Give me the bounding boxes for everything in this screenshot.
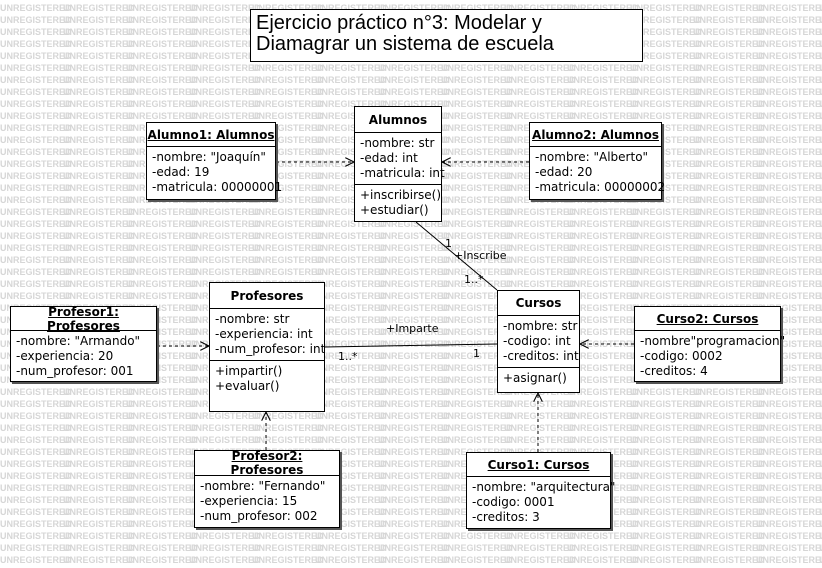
object-profesor1-attributes: -nombre: "Armando" -experiencia: 20 -num… — [11, 331, 156, 382]
attribute: -matricula: int — [360, 166, 445, 180]
object-profesor2[interactable]: Profesor2: Profesores -nombre: "Fernando… — [194, 449, 340, 528]
class-alumnos[interactable]: Alumnos -nombre: str -edad: int -matricu… — [354, 106, 445, 222]
attribute: -nombre: "Joaquín" — [152, 150, 266, 164]
attribute: -matricula: 00000002 — [535, 180, 666, 194]
object-profesor1-name: Profesor1: Profesores — [11, 305, 156, 333]
attribute: -codigo: 0002 — [640, 349, 723, 363]
object-curso1-name: Curso1: Cursos — [467, 453, 610, 477]
attribute: -nombre: str — [503, 319, 578, 333]
attribute: -nombre: "arquitectura" — [472, 480, 616, 494]
attribute: -num_profesor: 002 — [200, 509, 318, 523]
object-profesor1[interactable]: Profesor1: Profesores -nombre: "Armando"… — [10, 305, 157, 382]
method: +evaluar() — [215, 379, 280, 393]
class-cursos[interactable]: Cursos -nombre: str -codigo: int -credit… — [497, 290, 580, 393]
object-curso1-attributes: -nombre: "arquitectura" -codigo: 0001 -c… — [467, 477, 616, 528]
association-inscribe-source-multiplicity: 1 — [445, 237, 452, 250]
class-profesores-methods: +impartir() +evaluar() — [210, 361, 324, 397]
association-imparte-line — [324, 343, 498, 348]
class-cursos-methods: +asignar() — [498, 368, 579, 389]
class-cursos-name: Cursos — [498, 291, 579, 316]
object-curso1[interactable]: Curso1: Cursos -nombre: "arquitectura" -… — [466, 452, 616, 529]
attribute: -creditos: 3 — [472, 510, 540, 524]
class-alumnos-name: Alumnos — [355, 107, 441, 133]
object-alumno1[interactable]: Alumno1: Alumnos -nombre: "Joaquín" -eda… — [146, 122, 283, 200]
method: +asignar() — [503, 371, 567, 385]
association-inscribe-line — [415, 221, 498, 291]
attribute: -codigo: int — [503, 334, 571, 348]
class-alumnos-methods: +inscribirse() +estudiar() — [355, 185, 441, 221]
object-alumno1-name: Alumno1: Alumnos — [147, 123, 275, 147]
attribute: -num_profesor: int — [215, 342, 326, 356]
attribute: -matricula: 00000001 — [152, 180, 283, 194]
attribute: -edad: 19 — [152, 165, 210, 179]
class-profesores-attributes: -nombre: str -experiencia: int -num_prof… — [210, 309, 326, 361]
attribute: -nombre"programacion" — [640, 334, 786, 348]
object-alumno2-name: Alumno2: Alumnos — [530, 123, 661, 147]
attribute: -experiencia: 20 — [16, 349, 114, 363]
class-profesores-name: Profesores — [210, 283, 324, 309]
object-alumno1-attributes: -nombre: "Joaquín" -edad: 19 -matricula:… — [147, 147, 283, 198]
attribute: -nombre: "Fernando" — [200, 479, 326, 493]
attribute: -num_profesor: 001 — [16, 364, 134, 378]
attribute: -codigo: 0001 — [472, 495, 555, 509]
attribute: -nombre: "Armando" — [16, 334, 141, 348]
method: +impartir() — [215, 364, 283, 378]
attribute: -creditos: int — [503, 349, 579, 363]
method: +inscribirse() — [360, 188, 441, 202]
object-alumno2-attributes: -nombre: "Alberto" -edad: 20 -matricula:… — [530, 147, 666, 198]
attribute: -nombre: "Alberto" — [535, 150, 649, 164]
method: +estudiar() — [360, 203, 429, 217]
attribute: -experiencia: int — [215, 327, 313, 341]
diagram-title: Ejercicio práctico n°3: Modelar y Diamag… — [250, 9, 643, 62]
object-profesor2-name: Profesor2: Profesores — [195, 449, 339, 477]
association-imparte-target-multiplicity: 1 — [473, 347, 480, 360]
attribute: -experiencia: 15 — [200, 494, 298, 508]
attribute: -nombre: str — [215, 312, 290, 326]
object-alumno2[interactable]: Alumno2: Alumnos -nombre: "Alberto" -eda… — [529, 122, 666, 200]
class-alumnos-attributes: -nombre: str -edad: int -matricula: int — [355, 133, 445, 185]
class-cursos-attributes: -nombre: str -codigo: int -creditos: int — [498, 316, 579, 368]
object-profesor2-attributes: -nombre: "Fernando" -experiencia: 15 -nu… — [195, 476, 339, 527]
attribute: -nombre: str — [360, 136, 435, 150]
association-imparte-label: +Imparte — [386, 322, 439, 335]
object-curso2[interactable]: Curso2: Cursos -nombre"programacion" -co… — [634, 306, 786, 382]
attribute: -edad: int — [360, 151, 418, 165]
attribute: -creditos: 4 — [640, 364, 708, 378]
class-profesores[interactable]: Profesores -nombre: str -experiencia: in… — [209, 282, 325, 412]
association-inscribe-target-multiplicity: 1..* — [464, 273, 484, 286]
attribute: -edad: 20 — [535, 165, 593, 179]
object-curso2-name: Curso2: Cursos — [635, 307, 780, 331]
association-inscribe-label: +Inscribe — [454, 249, 507, 262]
association-imparte-source-multiplicity: 1..* — [338, 350, 358, 363]
object-curso2-attributes: -nombre"programacion" -codigo: 0002 -cre… — [635, 331, 786, 382]
